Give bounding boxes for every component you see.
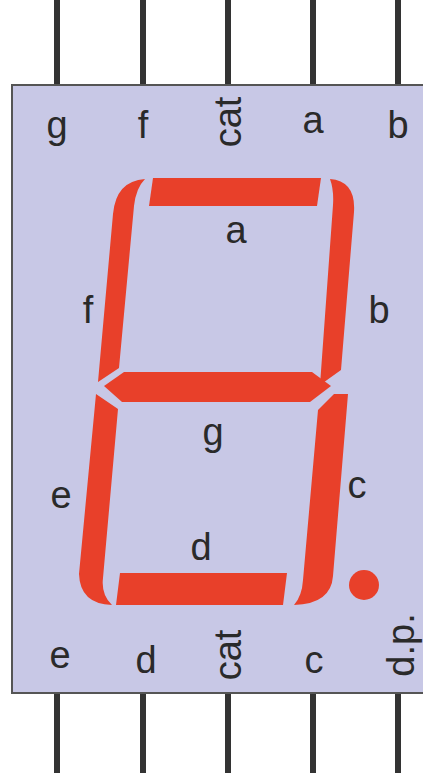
segment-label: b: [368, 291, 389, 329]
segment-label: f: [83, 291, 94, 329]
pin-label: f: [138, 106, 149, 144]
pin-label: d.p.: [382, 613, 420, 676]
pin-label: cat: [209, 630, 247, 681]
pin-label: b: [387, 106, 408, 144]
segment-label: e: [50, 476, 71, 514]
segment-label: g: [202, 413, 223, 451]
pin-label: a: [302, 101, 323, 139]
display-body: [12, 85, 423, 693]
pin-label: e: [49, 636, 70, 674]
segments: [79, 178, 379, 605]
segment-label: c: [348, 466, 367, 504]
pin-label: d: [135, 641, 156, 679]
segment-label: d: [190, 528, 211, 566]
pin-label: cat: [209, 97, 247, 148]
segment-label: a: [225, 211, 246, 249]
pin-label: c: [305, 641, 324, 679]
pin-label: g: [46, 106, 67, 144]
